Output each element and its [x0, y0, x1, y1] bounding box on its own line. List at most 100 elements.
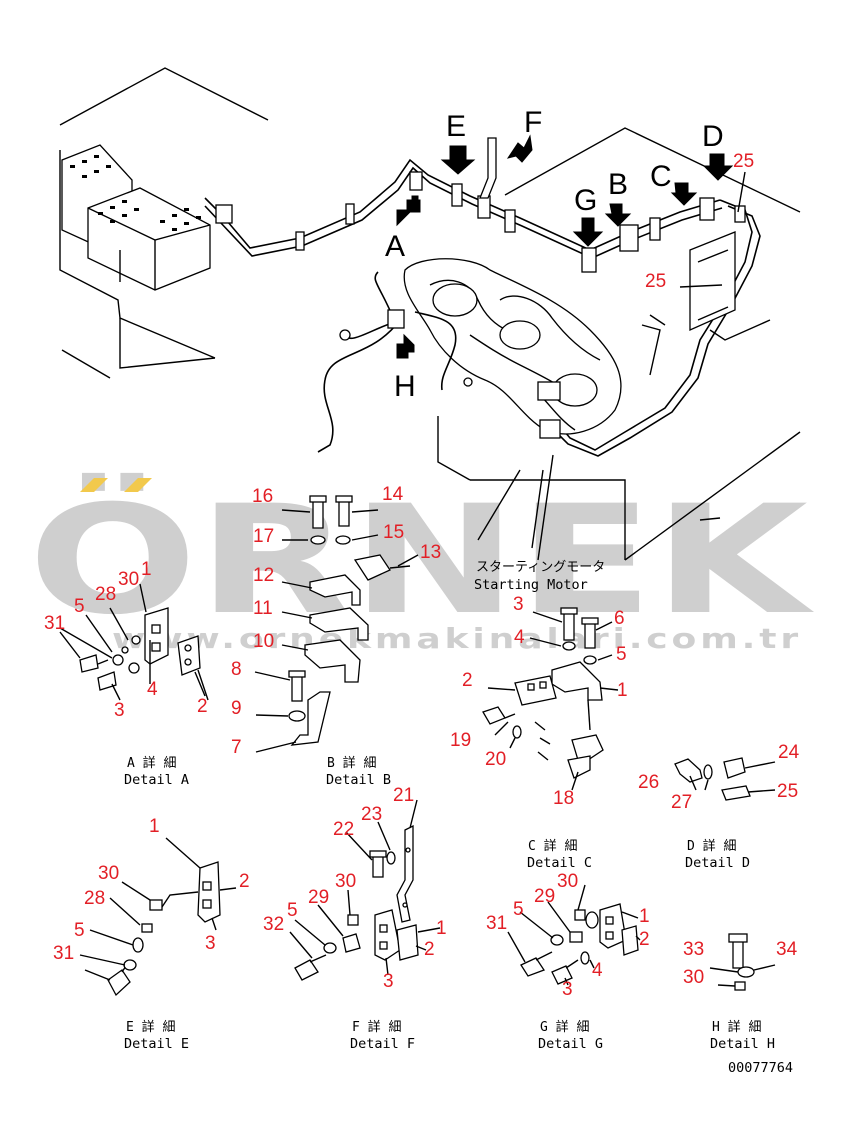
detail-b-callout-10: 10: [253, 631, 274, 652]
detail-b: 16 14 17 15 13 12 11 10 8 9 7 B 詳 細 Deta…: [231, 484, 441, 788]
detail-a-callout-31: 31: [44, 613, 65, 634]
detail-d-callout-25: 25: [777, 781, 798, 802]
detail-d: 24 26 27 25 D 詳 細 Detail D: [638, 742, 800, 871]
detail-f-callout-29: 29: [308, 887, 329, 908]
detail-h-callout-30: 30: [683, 967, 704, 988]
detail-c-title-en: Detail C: [527, 855, 592, 871]
detail-h: 33 34 30 H 詳 細 Detail H: [683, 933, 798, 1052]
detail-h-callout-34: 34: [776, 939, 798, 960]
detail-b-callout-16: 16: [252, 486, 273, 507]
detail-g-title-jp: G 詳 細: [540, 1019, 589, 1035]
detail-c-callout-1: 1: [617, 680, 628, 701]
detail-b-callout-12: 12: [253, 565, 274, 586]
detail-b-callout-9: 9: [231, 698, 242, 719]
detail-c-title-jp: C 詳 細: [528, 838, 577, 854]
detail-f-callout-2: 2: [424, 939, 435, 960]
detail-b-title-en: Detail B: [326, 772, 391, 788]
detail-d-title-en: Detail D: [685, 855, 750, 871]
watermark-dot-right: [124, 478, 152, 492]
detail-f-callout-23: 23: [361, 804, 382, 825]
detail-g-callout-3: 3: [562, 979, 573, 1000]
detail-f-title-en: Detail F: [350, 1036, 415, 1052]
detail-b-callout-11: 11: [253, 598, 273, 619]
battery-cable: [204, 137, 771, 457]
detail-e-title-en: Detail E: [124, 1036, 189, 1052]
relay-box: [689, 231, 736, 332]
view-letter-f: F: [524, 106, 542, 139]
detail-c-callout-2: 2: [462, 670, 473, 691]
detail-c-callout-4: 4: [514, 627, 525, 648]
detail-g-callout-2: 2: [639, 929, 650, 950]
detail-f-callout-1: 1: [436, 918, 447, 939]
detail-a-callout-30: 30: [118, 569, 139, 590]
detail-f-callout-21: 21: [393, 785, 414, 806]
view-letter-b: B: [608, 168, 628, 201]
detail-g-callout-5: 5: [513, 899, 524, 920]
starting-motor-label-jp: スターティングモータ: [476, 560, 605, 575]
detail-a-title-en: Detail A: [124, 772, 189, 788]
detail-c-callout-18: 18: [553, 788, 574, 809]
detail-e: 1 2 30 28 5 3 31 E 詳 細 Detail E: [53, 816, 250, 1052]
callout-25-mid: 25: [645, 271, 666, 292]
detail-e-callout-3: 3: [205, 933, 216, 954]
detail-f-callout-30: 30: [335, 871, 356, 892]
detail-c-callout-20: 20: [485, 749, 506, 770]
detail-b-title-jp: B 詳 細: [327, 755, 376, 771]
detail-b-callout-14: 14: [382, 484, 404, 505]
detail-e-title-jp: E 詳 細: [126, 1019, 175, 1035]
detail-b-callout-13: 13: [420, 542, 441, 563]
detail-d-title-jp: D 詳 細: [687, 838, 736, 854]
detail-f-callout-5: 5: [287, 900, 298, 921]
battery-block: [61, 144, 211, 291]
view-letter-e: E: [446, 110, 466, 143]
detail-h-title-jp: H 詳 細: [712, 1019, 761, 1035]
main-assembly-view: スターティングモータ Starting Motor A B C D E F G …: [59, 67, 801, 593]
engine-sketch: [317, 258, 622, 453]
view-letter-a: A: [385, 230, 405, 263]
detail-e-callout-2: 2: [239, 871, 250, 892]
view-letter-d: D: [702, 120, 724, 153]
detail-g: 30 29 5 31 1 2 4 3 G 詳 細 Detail G: [486, 871, 650, 1052]
detail-b-callout-8: 8: [231, 659, 242, 680]
view-letter-c: C: [650, 160, 672, 193]
starting-motor-leader: [537, 454, 554, 561]
detail-g-callout-1: 1: [639, 906, 650, 927]
detail-d-callout-27: 27: [671, 792, 692, 813]
view-letter-g: G: [574, 184, 597, 217]
detail-g-callout-31: 31: [486, 913, 507, 934]
detail-h-title-en: Detail H: [710, 1036, 775, 1052]
detail-e-callout-30: 30: [98, 863, 119, 884]
detail-e-callout-1: 1: [149, 816, 160, 837]
detail-b-callout-7: 7: [231, 737, 242, 758]
detail-c: 3 6 4 5 2 1 19 20 18 C 詳 細 Detail C: [450, 594, 628, 871]
detail-a-callout-3: 3: [114, 700, 125, 721]
detail-a-callout-28: 28: [95, 584, 116, 605]
watermark-url: www.ornekmakinalari.com.tr: [112, 622, 802, 655]
detail-f-callout-3: 3: [383, 971, 394, 992]
detail-e-callout-31: 31: [53, 943, 74, 964]
detail-a-callout-2: 2: [197, 696, 208, 717]
detail-g-callout-30: 30: [557, 871, 578, 892]
detail-f: 21 22 23 30 5 29 32 1 2 3 F 詳 細 Detail F: [263, 785, 447, 1052]
detail-b-callout-15: 15: [383, 522, 404, 543]
detail-d-callout-26: 26: [638, 772, 659, 793]
detail-b-callout-17: 17: [253, 526, 274, 547]
drawing-number: 00077764: [728, 1060, 793, 1076]
detail-f-callout-22: 22: [333, 819, 354, 840]
detail-g-callout-29: 29: [534, 886, 555, 907]
detail-g-callout-4: 4: [592, 960, 603, 981]
detail-c-callout-5: 5: [616, 644, 627, 665]
detail-c-callout-6: 6: [614, 608, 625, 629]
detail-c-callout-19: 19: [450, 730, 471, 751]
detail-a: 30 1 28 5 31 4 3 2 A 詳 細 Detail A: [44, 559, 209, 788]
detail-a-callout-5: 5: [74, 596, 85, 617]
detail-h-callout-33: 33: [683, 939, 704, 960]
watermark-dot-left: [80, 478, 108, 492]
view-letter-h: H: [394, 370, 416, 403]
detail-c-callout-3: 3: [513, 594, 524, 615]
detail-a-title-jp: A 詳 細: [127, 755, 176, 771]
detail-e-callout-5: 5: [74, 920, 85, 941]
view-arrows: [396, 134, 734, 359]
starting-motor-label-en: Starting Motor: [474, 577, 588, 593]
